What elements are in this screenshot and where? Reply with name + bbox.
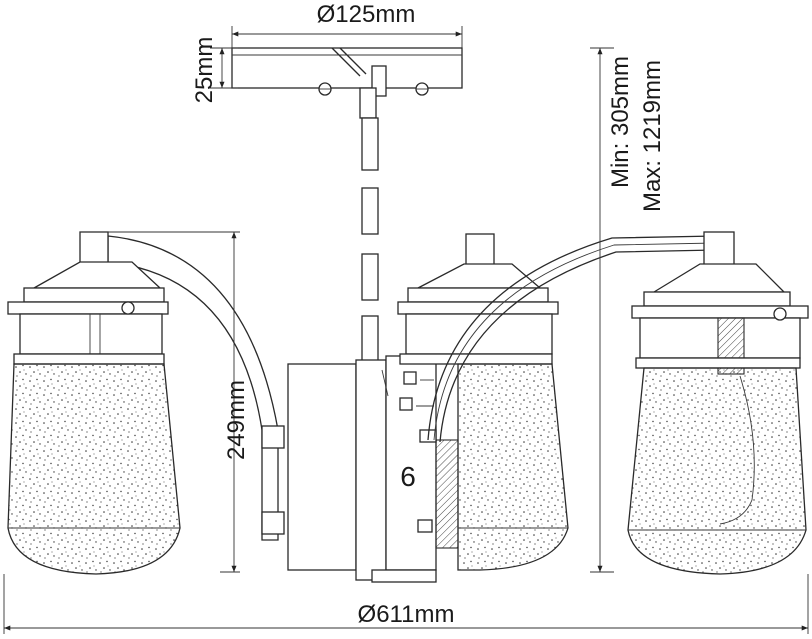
central-body <box>287 355 459 583</box>
down-rod <box>359 87 379 367</box>
right-arm <box>427 235 717 443</box>
ceiling-canopy <box>231 47 463 97</box>
dimension-lines <box>3 26 809 634</box>
min-height-label: Min: 305mm <box>607 56 634 188</box>
overall-diameter-label: Ø611mm <box>358 601 455 628</box>
max-height-label: Max: 1219mm <box>639 60 666 212</box>
part-mark: 6 <box>400 461 416 492</box>
left-lantern <box>7 231 285 575</box>
middle-lantern <box>397 233 569 571</box>
canopy-diameter-label: Ø125mm <box>317 1 416 28</box>
right-lantern <box>627 231 809 575</box>
lantern-height-label: 249mm <box>223 380 250 460</box>
canopy-height-label: 25mm <box>191 37 218 104</box>
